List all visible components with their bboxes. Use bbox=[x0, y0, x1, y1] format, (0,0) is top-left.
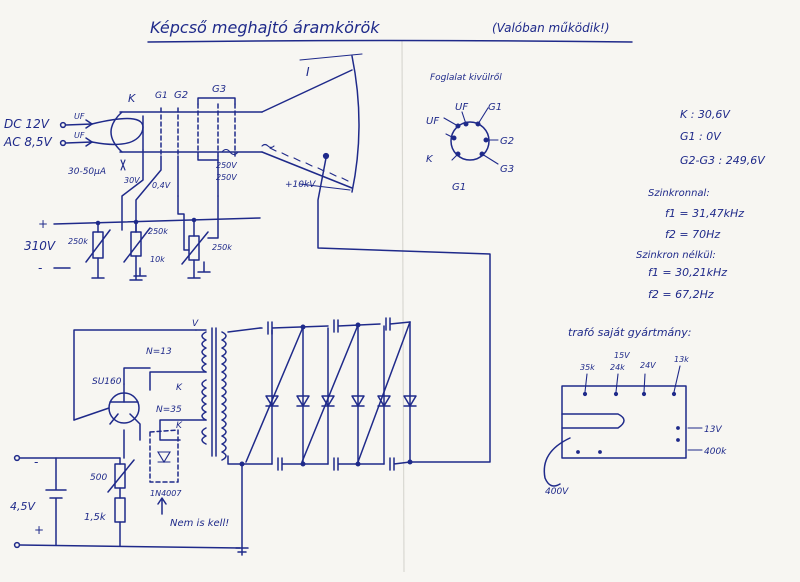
res-r1: 250k bbox=[68, 237, 88, 246]
transistor-label: SU160 bbox=[92, 377, 122, 387]
reading-g1: G1 : 0V bbox=[680, 130, 722, 143]
battery-voltage: 4,5V bbox=[10, 500, 36, 513]
pin-k: K bbox=[426, 154, 434, 165]
filament-supply: DC 12V AC 8,5V UF UF bbox=[3, 112, 93, 149]
crt-tube: I K G1 G2 G3 +10kV bbox=[91, 53, 363, 193]
bat-plus: + bbox=[34, 523, 44, 537]
electrode-g2: G2 bbox=[174, 90, 188, 101]
pin-uf-top: UF bbox=[455, 102, 468, 113]
electrode-k: K bbox=[128, 92, 136, 105]
res-r2: 250k bbox=[148, 227, 168, 236]
reading-g2g3: G2-G3 : 249,6V bbox=[680, 154, 766, 167]
sync-without-title: Szinkron nélkül: bbox=[636, 249, 716, 261]
title-note: (Valóban működik!) bbox=[492, 21, 610, 35]
pin-g1-bottom: G1 bbox=[452, 182, 466, 193]
rail-minus: - bbox=[38, 261, 42, 275]
res-r3: 10k bbox=[150, 255, 165, 264]
bat-minus: - bbox=[34, 455, 38, 469]
winding-n2: N=35 bbox=[156, 405, 182, 415]
anode-label: +10kV bbox=[285, 180, 316, 190]
k-bottom: K bbox=[176, 421, 183, 431]
title-block: Képcső meghajtó áramkörök (Valóban működ… bbox=[147, 18, 633, 43]
screen-mark: I bbox=[306, 65, 310, 79]
supply-ac: AC 8,5V bbox=[3, 135, 52, 149]
title-underline bbox=[147, 39, 633, 43]
uf-label-1: UF bbox=[74, 112, 85, 121]
sync-without-f1: f1 = 30,21kHz bbox=[648, 266, 727, 279]
pin-g2: G2 bbox=[500, 136, 514, 147]
tpin-400v: 400V bbox=[545, 487, 569, 497]
pinout-title: Foglalat kivülről bbox=[430, 73, 502, 83]
sync-with-f2: f2 = 70Hz bbox=[665, 228, 720, 241]
reading-k: K : 30,6V bbox=[680, 108, 731, 121]
tpin-24k: 24k bbox=[610, 363, 625, 372]
electrode-g1: G1 bbox=[155, 91, 168, 101]
socket-pinout: Foglalat kivülről UF G1 G2 G3 UF K G1 bbox=[426, 73, 514, 193]
pin-g1-top: G1 bbox=[488, 102, 502, 113]
diode-label: 1N4007 bbox=[150, 489, 182, 498]
page-fold bbox=[401, 39, 405, 573]
winding-n1: N=13 bbox=[146, 347, 172, 357]
cathode-current: 30-50µA bbox=[68, 167, 106, 177]
driver-circuit: V N=13 N=35 K K SU160 - + 4,5V bbox=[10, 319, 249, 556]
rail-voltage: 310V bbox=[24, 239, 56, 253]
rail-plus: + bbox=[38, 217, 48, 231]
volt-g1: 0,4V bbox=[152, 181, 171, 190]
title-main: Képcső meghajtó áramkörök bbox=[150, 18, 380, 37]
tpin-13k: 13k bbox=[674, 355, 689, 364]
hv-wire bbox=[317, 157, 491, 463]
res-r4: 250k bbox=[212, 243, 232, 252]
electrode-g3: G3 bbox=[212, 84, 226, 95]
tpin-400k: 400k bbox=[704, 447, 727, 457]
voltage-multiplier bbox=[227, 317, 417, 471]
res-1k5: 1,5k bbox=[84, 512, 107, 523]
volt-g2: 250V bbox=[216, 161, 237, 170]
k-top: K bbox=[176, 383, 183, 393]
bias-network: 30-50µA 30V 0,4V 250V 250V + 310V - 250k… bbox=[24, 143, 275, 281]
volt-g3: 250V bbox=[216, 173, 237, 182]
sync-with-title: Szinkronnal: bbox=[648, 188, 710, 199]
uf-label-2: UF bbox=[74, 131, 85, 140]
tpin-13v: 13V bbox=[704, 425, 722, 435]
tpin-15v: 15V bbox=[614, 351, 630, 360]
transformer-drawing: trafó saját gyártmány: 35k 15V 24k 24V 1… bbox=[543, 326, 727, 497]
supply-dc: DC 12V bbox=[4, 117, 50, 131]
sync-with-f1: f1 = 31,47kHz bbox=[665, 207, 744, 220]
tap-mark: V bbox=[192, 319, 199, 329]
readings-panel: K : 30,6V G1 : 0V G2-G3 : 249,6V Szinkro… bbox=[636, 108, 766, 301]
tpin-35k: 35k bbox=[580, 363, 595, 372]
sync-without-f2: f2 = 67,2Hz bbox=[648, 288, 714, 301]
res-500: 500 bbox=[90, 473, 107, 483]
transformer-title: trafó saját gyártmány: bbox=[568, 326, 691, 339]
volt-k: 30V bbox=[124, 176, 140, 185]
pin-uf-left: UF bbox=[426, 116, 439, 127]
pin-g3: G3 bbox=[500, 164, 514, 175]
optional-note: Nem is kell! bbox=[170, 518, 229, 529]
tpin-24v: 24V bbox=[640, 361, 656, 370]
